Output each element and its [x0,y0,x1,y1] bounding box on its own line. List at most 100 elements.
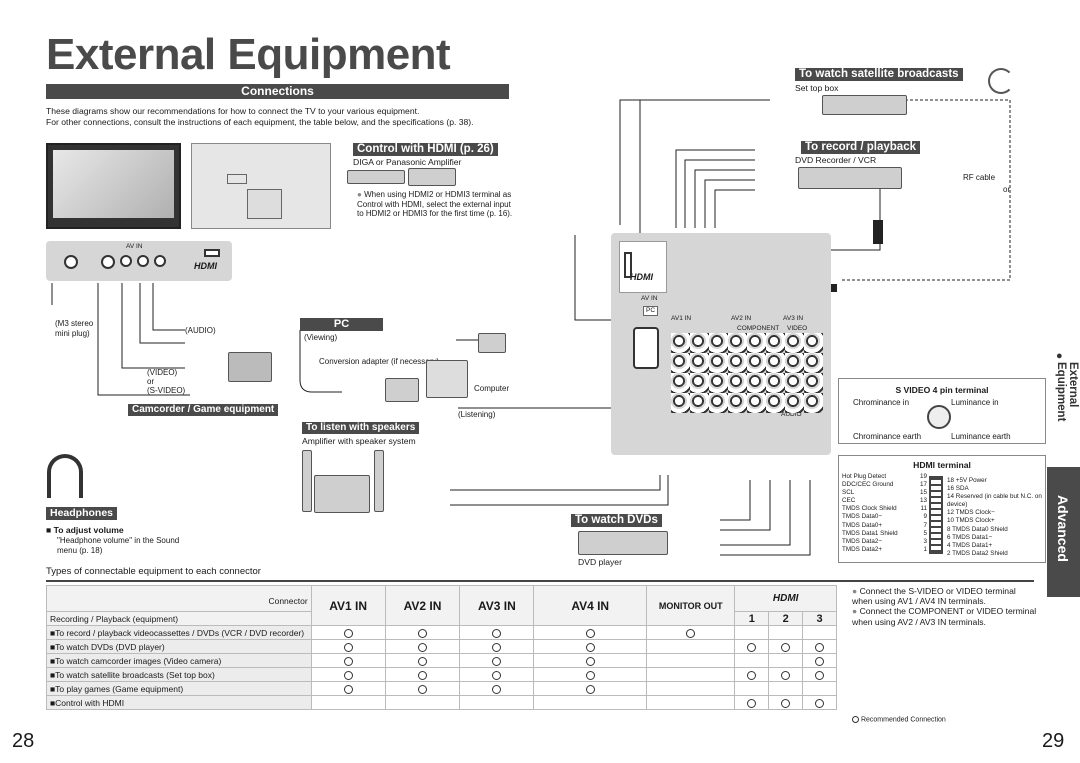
legend-text: Recommended Connection [860,716,946,724]
table-cell [646,653,736,668]
tv-back-image [191,143,331,229]
table-cell [533,653,648,668]
table-cell [459,695,535,710]
recommended-circle-icon [492,670,502,680]
tv-rca-jack-grid [671,333,823,413]
recommended-circle-icon [492,684,502,694]
side-tab-bullet: ● [1056,350,1063,362]
recommended-circle-icon [585,628,595,638]
tv-component-label: COMPONENT [737,325,780,332]
recommended-circle-icon [815,642,825,652]
table-row-label: ■To record / playback videocassettes / D… [46,625,312,640]
hdmi-pin-row: TMDS Data0+7 [842,521,927,529]
table-row: ■To record / playback videocassettes / D… [46,625,837,640]
tv-hdmi-logo: HDMI [630,272,653,282]
table-row: ■To watch DVDs (DVD player) [46,639,837,654]
speaker-left-image [302,450,312,512]
table-row: ■To watch camcorder images (Video camera… [46,653,837,668]
pc-header: PC [300,318,383,331]
hdmi-pin-row: TMDS Data2−3 [842,537,927,545]
table-col-av1: AV1 IN [310,585,386,626]
svideo-label: (S-VIDEO) [147,386,186,395]
table-cell [533,625,648,640]
table-cell [384,695,461,710]
table-cell [310,667,386,682]
table-cell [646,681,736,696]
table-cell [533,695,648,710]
headphones-header: Headphones [46,507,118,520]
table-row-label: ■To watch camcorder images (Video camera… [46,653,312,668]
table-cell [802,639,837,654]
satellite-dish-icon [988,68,1014,94]
satellite-device: Set top box [795,83,839,93]
recommended-circle-icon [815,656,825,666]
table-cell [646,625,736,640]
tv-rear-panel: HDMI AV IN PC AV1 IN AV2 IN AV3 IN COMPO… [611,233,831,455]
dvd-recorder-image [798,167,902,189]
tv-av2-label: AV2 IN [731,315,752,322]
hdmi-pin-row: 8 TMDS Data0 Shield [947,525,1008,533]
hdmi-pin-row: 6 TMDS Data1− [947,533,993,541]
or-label: or [147,377,155,386]
side-av-panel: AV IN HDMI [46,241,232,281]
recommended-circle-icon [585,670,595,680]
amplifier-device-image [408,168,456,186]
speaker-right-image [374,450,384,512]
table-cell [459,653,535,668]
video-jack [120,255,132,267]
recommended-circle-icon [585,684,595,694]
hdmi-pin-row: 18 +5V Power [947,477,987,484]
table-legend: Recommended Connection [852,716,946,723]
table-cell [310,639,386,654]
table-row-label: ■To watch DVDs (DVD player) [46,639,312,654]
connector-table: Connector AV1 IN AV2 IN AV3 IN AV4 IN MO… [46,585,837,710]
recommended-circle-icon [781,642,791,652]
recommended-circle-icon [343,670,353,680]
table-row-label: ■To play games (Game equipment) [46,681,312,696]
hdmi-pin-row: 10 TMDS Clock+ [947,517,995,525]
table-cell [802,625,837,640]
hdmi-right-pins: 18 +5V Power 16 SDA 14 Reserved (in cabl… [947,477,1045,558]
set-top-box-image [822,95,907,115]
svideo-terminal-title: S VIDEO 4 pin terminal [895,385,989,395]
record-header: To record / playback [801,141,920,154]
control-hdmi-header: Control with HDMI (p. 26) [353,143,498,156]
side-hdmi-logo: HDMI [194,261,217,271]
table-cell [734,639,770,654]
page-title: External Equipment [46,30,451,79]
rf-cable-label: RF cable [963,173,996,182]
side-tab-label: Advanced [1055,495,1071,562]
table-row: ■To watch satellite broadcasts (Set top … [46,667,837,682]
diga-device-image [347,170,405,184]
table-cell [459,625,535,640]
recommended-circle-icon [417,642,427,652]
recommended-circle-icon [343,642,353,652]
table-cell [533,639,648,654]
hdmi-pin-row: 16 SDA [947,485,969,493]
recommended-circle-icon [585,656,595,666]
table-hdmi-1: 1 [734,611,770,626]
amplifier-speaker-image [314,475,370,513]
side-tab[interactable]: Advanced [1047,467,1080,597]
hdmi-connector-icon [929,476,943,554]
table-cell [533,681,648,696]
table-hdmi-3: 3 [802,611,837,626]
table-cell [768,695,804,710]
hdmi-pin-row: 2 TMDS Data2 Shield [947,549,1008,557]
side-hdmi-port [204,249,220,257]
adjust-volume-text: "Headphone volume" in the Sound menu (p.… [57,536,180,555]
recommended-circle-icon [343,628,353,638]
recommended-circle-icon [417,628,427,638]
camcorder-image [228,352,272,382]
svideo-connector-icon [927,405,951,429]
table-col-hdmi: HDMI [734,585,837,612]
svideo-jack [101,255,115,269]
svideo-lum-in: Luminance in [951,398,999,407]
recommended-circle-icon [815,698,825,708]
table-row-label: ■Control with HDMI [46,695,312,710]
table-cell [459,681,535,696]
